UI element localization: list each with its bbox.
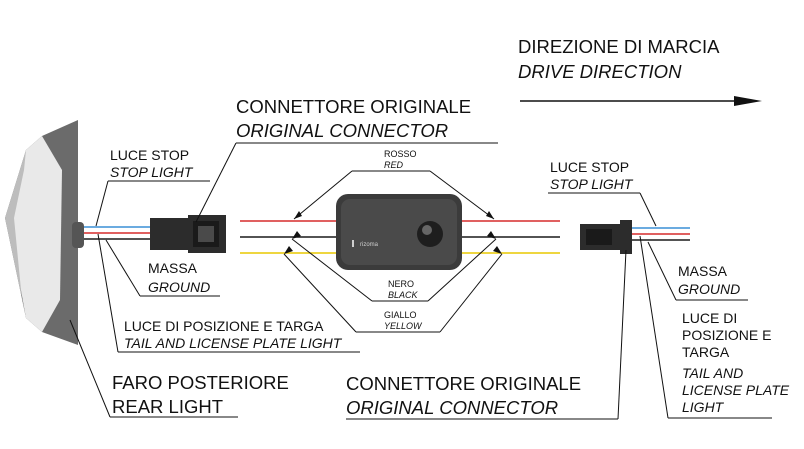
right-connector [580, 220, 632, 254]
rear-light-en: REAR LIGHT [112, 396, 223, 417]
left-tail-en: TAIL AND LICENSE PLATE LIGHT [124, 335, 343, 351]
right-tail-en-line1: TAIL AND [682, 365, 743, 381]
right-tail-it-line1: LUCE DI [682, 310, 737, 326]
left-wires [84, 226, 150, 240]
left-stop-en: STOP LIGHT [110, 164, 194, 180]
connector-bottom-it: CONNETTORE ORIGINALE [346, 373, 581, 394]
rear-light-it: FARO POSTERIORE [112, 372, 289, 393]
wire-red-it: ROSSO [384, 149, 417, 159]
direction-arrow [520, 96, 762, 106]
control-module: rizoma [336, 194, 462, 270]
wire-black-it: NERO [388, 279, 414, 289]
left-ground-en: GROUND [148, 279, 210, 295]
right-ground-it: MASSA [678, 263, 728, 279]
leader-lines [69, 142, 772, 420]
right-tail-it-line2: POSIZIONE E [682, 327, 771, 343]
harness-wires [240, 220, 560, 254]
left-ground-it: MASSA [148, 260, 198, 276]
right-ground-en: GROUND [678, 281, 740, 297]
right-tail-it-line3: TARGA [682, 344, 730, 360]
right-wires [632, 227, 690, 241]
wire-yellow-it: GIALLO [384, 310, 417, 320]
direction-title-en: DRIVE DIRECTION [518, 61, 682, 82]
direction-title-it: DIREZIONE DI MARCIA [518, 36, 720, 57]
left-connector [150, 215, 226, 253]
module-logo: rizoma [360, 242, 379, 248]
wire-yellow-en: YELLOW [384, 321, 423, 331]
wire-black-en: BLACK [388, 290, 419, 300]
rear-light [5, 120, 84, 345]
right-tail-en-line3: LIGHT [682, 399, 725, 415]
connector-top-en: ORIGINAL CONNECTOR [236, 120, 448, 141]
left-tail-it: LUCE DI POSIZIONE E TARGA [124, 318, 324, 334]
right-tail-en-line2: LICENSE PLATE [682, 382, 790, 398]
wire-red-en: RED [384, 160, 404, 170]
leader-arrowheads [284, 211, 502, 254]
connector-top-it: CONNETTORE ORIGINALE [236, 96, 471, 117]
connector-bottom-en: ORIGINAL CONNECTOR [346, 397, 558, 418]
right-stop-en: STOP LIGHT [550, 176, 634, 192]
left-stop-it: LUCE STOP [110, 147, 189, 163]
right-stop-it: LUCE STOP [550, 159, 629, 175]
